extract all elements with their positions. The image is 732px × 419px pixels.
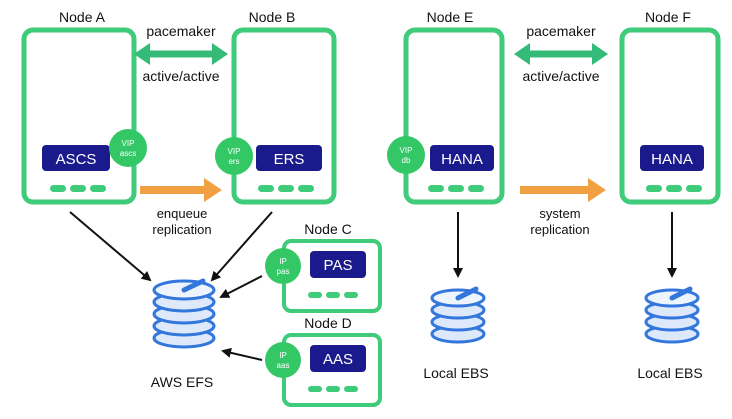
node-b-status-dots bbox=[258, 185, 314, 192]
node-d: Node D AAS IP aas bbox=[265, 315, 382, 407]
system-label: system bbox=[539, 206, 580, 221]
node-d-component bbox=[310, 345, 366, 372]
efs-label: AWS EFS bbox=[151, 374, 214, 390]
node-b-vip-line2: ers bbox=[228, 157, 239, 166]
node-f-component bbox=[640, 145, 704, 171]
pacemaker-ef-label: pacemaker bbox=[526, 23, 596, 39]
node-c-ip-badge: IP pas bbox=[265, 248, 301, 284]
ebs-e-disk-icon bbox=[430, 286, 486, 344]
node-b-component-label: ERS bbox=[274, 151, 305, 168]
ebs-e-label: Local EBS bbox=[423, 365, 488, 381]
node-e-status-dots bbox=[428, 185, 484, 192]
local-ebs-e: Local EBS bbox=[423, 212, 489, 381]
node-d-ip-line2: aas bbox=[277, 361, 290, 370]
replication-label-ab: replication bbox=[152, 222, 211, 237]
pacemaker-ab-label: pacemaker bbox=[146, 23, 216, 39]
node-c-ip-line1: IP bbox=[279, 257, 287, 266]
node-a-status-dots bbox=[50, 185, 106, 192]
node-e-component bbox=[430, 145, 494, 171]
node-c: Node C PAS IP pas bbox=[265, 221, 382, 313]
node-e-vip-badge: VIP db bbox=[387, 136, 425, 174]
node-d-label: Node D bbox=[304, 315, 351, 331]
system-replication-link: system replication bbox=[520, 178, 606, 237]
node-c-label: Node C bbox=[304, 221, 351, 237]
node-b-vip-line1: VIP bbox=[228, 147, 241, 156]
active-active-ab-label: active/active bbox=[142, 68, 219, 84]
enqueue-replication-link: enqueue replication bbox=[140, 178, 222, 237]
node-e-vip-line2: db bbox=[402, 156, 411, 165]
ebs-f-disk-icon bbox=[644, 286, 700, 344]
node-a-vip-line2: ascs bbox=[120, 149, 136, 158]
node-b-label: Node B bbox=[249, 9, 296, 25]
node-d-ip-line1: IP bbox=[279, 351, 287, 360]
node-f-component-label: HANA bbox=[651, 151, 693, 168]
replication-label-ef: replication bbox=[530, 222, 589, 237]
arrow-d-to-efs bbox=[221, 347, 263, 361]
node-c-status-dots bbox=[308, 292, 358, 298]
node-f-status-dots bbox=[646, 185, 702, 192]
node-b-component bbox=[256, 145, 322, 171]
node-a-label: Node A bbox=[59, 9, 106, 25]
arrow-c-to-efs bbox=[219, 275, 263, 298]
efs-arrows bbox=[69, 211, 273, 361]
pacemaker-link-ab: pacemaker active/active bbox=[134, 23, 228, 84]
arrow-b-to-efs bbox=[210, 211, 273, 282]
node-b-box bbox=[231, 27, 337, 205]
node-b: Node B ERS VIP ers bbox=[215, 9, 337, 205]
node-c-component bbox=[310, 251, 366, 278]
node-e-label: Node E bbox=[427, 9, 474, 25]
ebs-f-label: Local EBS bbox=[637, 365, 702, 381]
active-active-ef-label: active/active bbox=[522, 68, 599, 84]
node-e-component-label: HANA bbox=[441, 151, 483, 168]
node-a-box bbox=[21, 27, 137, 205]
arrow-a-to-efs bbox=[69, 211, 152, 282]
node-d-component-label: AAS bbox=[323, 351, 353, 368]
efs-disk-icon bbox=[152, 278, 216, 349]
node-a-vip-badge: VIP ascs bbox=[109, 129, 147, 167]
node-e: Node E HANA VIP db bbox=[387, 9, 505, 205]
node-e-box bbox=[403, 27, 505, 205]
node-e-vip-line1: VIP bbox=[400, 146, 413, 155]
node-f-label: Node F bbox=[645, 9, 691, 25]
aws-efs-storage: AWS EFS bbox=[151, 278, 216, 390]
node-c-ip-line2: pas bbox=[277, 267, 290, 276]
node-a-component bbox=[42, 145, 110, 171]
node-c-component-label: PAS bbox=[324, 257, 353, 274]
node-d-status-dots bbox=[308, 386, 358, 392]
node-a: Node A ASCS VIP ascs bbox=[21, 9, 147, 205]
pacemaker-link-ef: pacemaker active/active bbox=[514, 23, 608, 84]
node-a-vip-line1: VIP bbox=[122, 139, 135, 148]
enqueue-label: enqueue bbox=[157, 206, 208, 221]
node-a-component-label: ASCS bbox=[56, 151, 97, 168]
node-f-box bbox=[619, 27, 721, 205]
node-b-vip-badge: VIP ers bbox=[215, 137, 253, 175]
local-ebs-f: Local EBS bbox=[637, 212, 703, 381]
node-f: Node F HANA bbox=[619, 9, 721, 205]
node-d-ip-badge: IP aas bbox=[265, 342, 301, 378]
